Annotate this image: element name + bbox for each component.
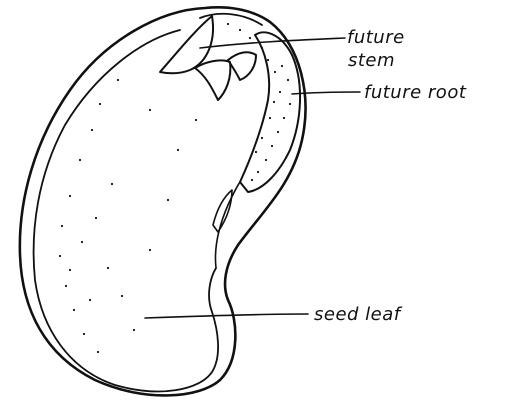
label-future-root: future root [364, 82, 467, 103]
leader-line-future-stem [200, 38, 345, 48]
label-seed-leaf: seed leaf [314, 304, 403, 325]
future-stem-leaf-right [228, 52, 256, 80]
embryo-axis-slot [213, 190, 232, 232]
future-stem-leaf-middle [195, 60, 230, 100]
seed-leaf-outline [34, 30, 218, 391]
seed-coat-outline [20, 7, 306, 395]
leader-line-future-root [292, 92, 360, 94]
label-future-stem-line2: stem [348, 50, 395, 71]
leader-line-seed-leaf [145, 314, 308, 318]
future-stem-leaf-left [160, 16, 213, 73]
label-future-stem-line1: future [347, 27, 405, 48]
